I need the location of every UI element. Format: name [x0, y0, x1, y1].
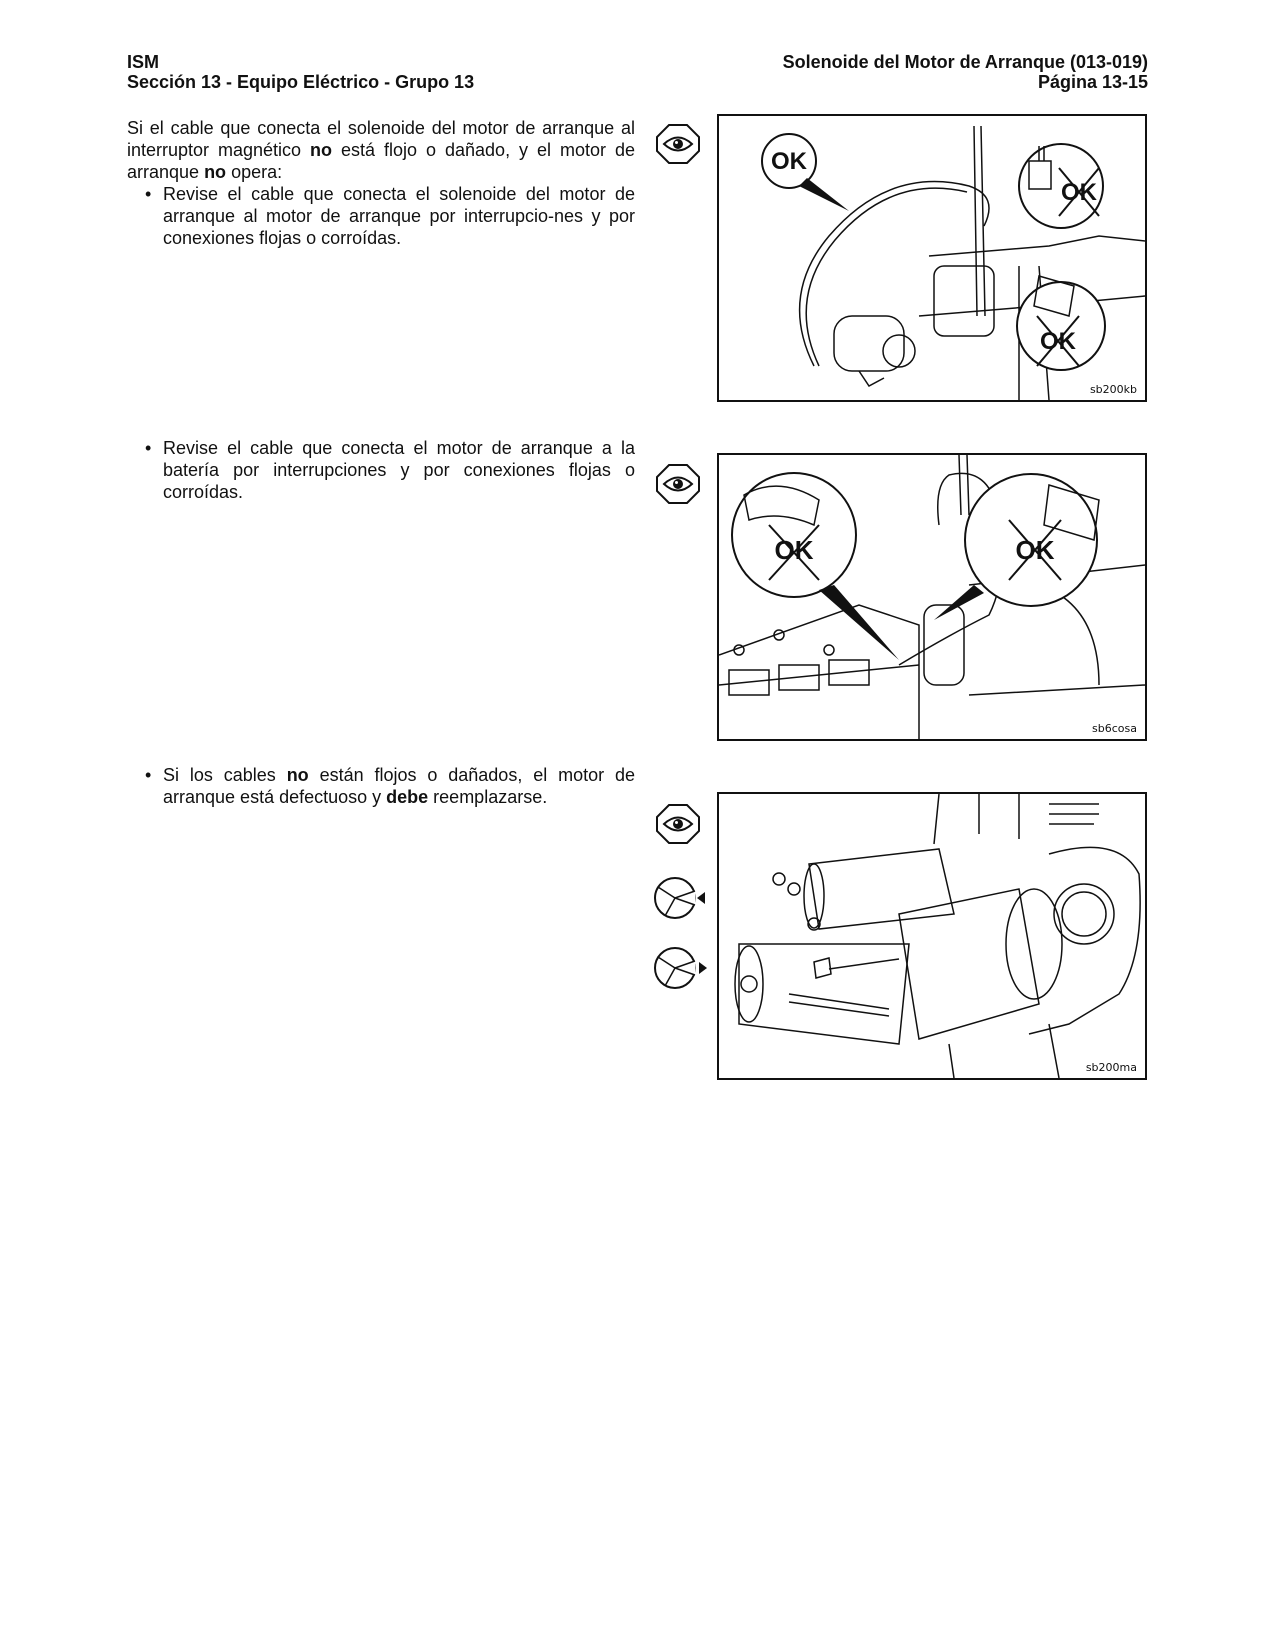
inspect-eye-icon — [656, 124, 700, 164]
bullet-item: • Si los cables no están flojos o dañado… — [145, 765, 635, 807]
not-ok-mark: OK — [1016, 535, 1055, 565]
figure-battery-cable: OK OK sb6cosa — [717, 453, 1147, 741]
solenoid-illustration: OK OK OK — [761, 125, 1145, 400]
manual-name: ISM — [127, 52, 160, 72]
page-header-left: ISM Sección 13 - Equipo Eléctrico - Grup… — [127, 52, 474, 92]
battery-illustration: OK OK — [719, 455, 1145, 739]
not-ok-mark: OK — [1061, 179, 1098, 206]
ok-mark: OK — [771, 148, 808, 175]
figure-code: sb200kb — [1087, 383, 1139, 396]
inspect-eye-icon — [656, 464, 700, 504]
figure-solenoid-cable: OK OK OK sb200kb — [717, 114, 1147, 402]
starter-motor-illustration — [734, 794, 1141, 1078]
remove-wrench-icon — [654, 877, 705, 919]
section-title: Sección 13 - Equipo Eléctrico - Grupo 13 — [127, 72, 475, 92]
bullet-item: • Revise el cable que conecta el motor d… — [145, 438, 635, 502]
not-ok-mark: OK — [1040, 328, 1077, 355]
figure-starter-motor: sb200ma — [717, 792, 1147, 1080]
bullet-dot: • — [145, 765, 152, 785]
intro-paragraph: Si el cable que conecta el solenoide del… — [127, 118, 636, 182]
figure-code: sb200ma — [1083, 1061, 1139, 1074]
procedure-title: Solenoide del Motor de Arranque (013-019… — [782, 52, 1148, 72]
install-wrench-icon — [654, 947, 707, 989]
bullet-dot: • — [145, 438, 152, 458]
page-header-right: Solenoide del Motor de Arranque (013-019… — [783, 52, 1148, 92]
not-ok-mark: OK — [775, 535, 814, 565]
figure-code: sb6cosa — [1090, 722, 1139, 735]
bullet-item: • Revise el cable que conecta el solenoi… — [145, 184, 635, 248]
page-number: Página 13-15 — [1037, 72, 1148, 92]
bullet-dot: • — [145, 184, 152, 204]
inspect-eye-icon — [656, 804, 700, 844]
